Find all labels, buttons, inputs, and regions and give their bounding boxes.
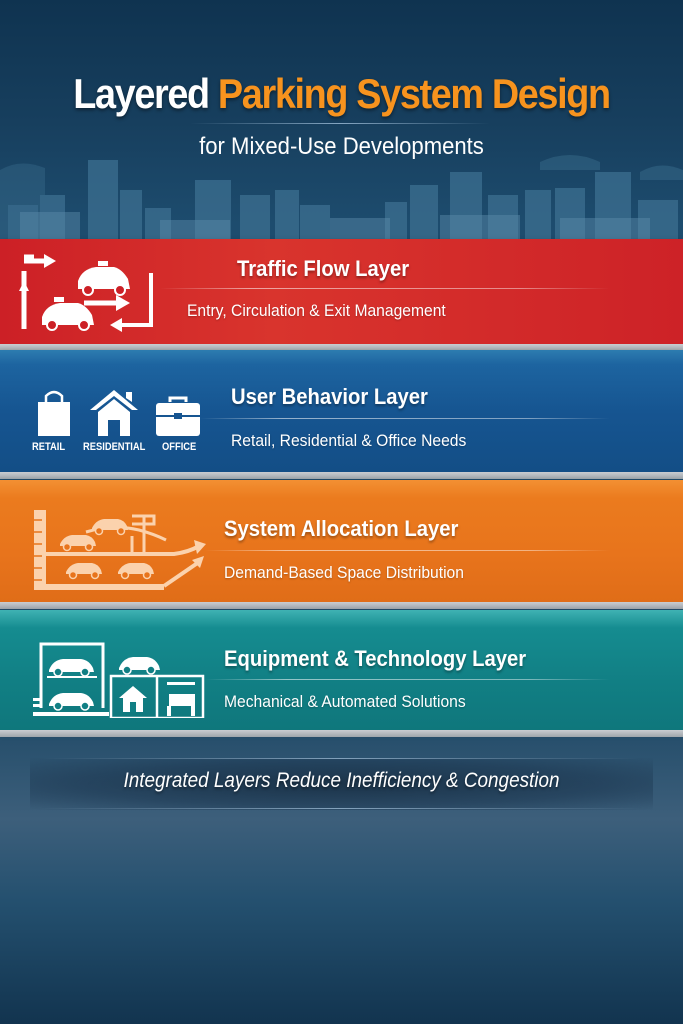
footer-divider-bottom xyxy=(40,808,640,809)
band-separator xyxy=(0,730,683,737)
layer-divider xyxy=(160,288,610,289)
briefcase-icon xyxy=(156,396,200,436)
layer-title: User Behavior Layer xyxy=(231,384,428,409)
layer-divider xyxy=(205,679,610,680)
layer-subtitle: Retail, Residential & Office Needs xyxy=(231,431,467,450)
retail-label: RETAIL xyxy=(32,441,66,453)
layer-equipment-technology: Equipment & Technology Layer Mechanical … xyxy=(0,610,683,737)
mechanical-parking-lift-icon xyxy=(33,642,205,718)
title-part-orange: Parking System Design xyxy=(217,70,611,117)
residential-label: RESIDENTIAL xyxy=(83,441,146,453)
title-part-white: Layered xyxy=(73,70,210,117)
layer-divider xyxy=(200,418,610,419)
page-title: Layered Parking System Design xyxy=(34,70,649,118)
layer-divider xyxy=(205,550,610,551)
parking-allocation-chart-icon xyxy=(34,510,206,590)
band-separator xyxy=(0,344,683,351)
city-skyline-illustration xyxy=(0,155,683,242)
title-divider xyxy=(190,123,490,124)
layer-subtitle: Mechanical & Automated Solutions xyxy=(224,692,466,711)
layer-title: Traffic Flow Layer xyxy=(237,256,410,281)
layer-subtitle: Demand-Based Space Distribution xyxy=(224,563,464,582)
header: Layered Parking System Design for Mixed-… xyxy=(0,0,683,242)
office-label: OFFICE xyxy=(162,441,197,453)
house-icon xyxy=(90,390,138,436)
band-separator xyxy=(0,602,683,609)
footer-banner xyxy=(30,758,653,810)
layer-title: Equipment & Technology Layer xyxy=(224,646,527,671)
layer-subtitle: Entry, Circulation & Exit Management xyxy=(187,301,446,320)
footer-divider-top xyxy=(40,758,640,759)
traffic-flow-cars-arrows-icon xyxy=(19,254,153,332)
layer-system-allocation: System Allocation Layer Demand-Based Spa… xyxy=(0,480,683,609)
footer-tagline: Integrated Layers Reduce Inefficiency & … xyxy=(123,769,560,792)
layer-title: System Allocation Layer xyxy=(224,516,459,541)
page-subtitle: for Mixed-Use Developments xyxy=(199,133,484,160)
layer-traffic-flow: Traffic Flow Layer Entry, Circulation & … xyxy=(0,239,683,351)
layer-user-behavior: RETAIL RESIDENTIAL OFFICE User Behavior … xyxy=(0,350,683,479)
band-separator xyxy=(0,472,683,479)
shopping-bag-icon xyxy=(38,390,70,436)
